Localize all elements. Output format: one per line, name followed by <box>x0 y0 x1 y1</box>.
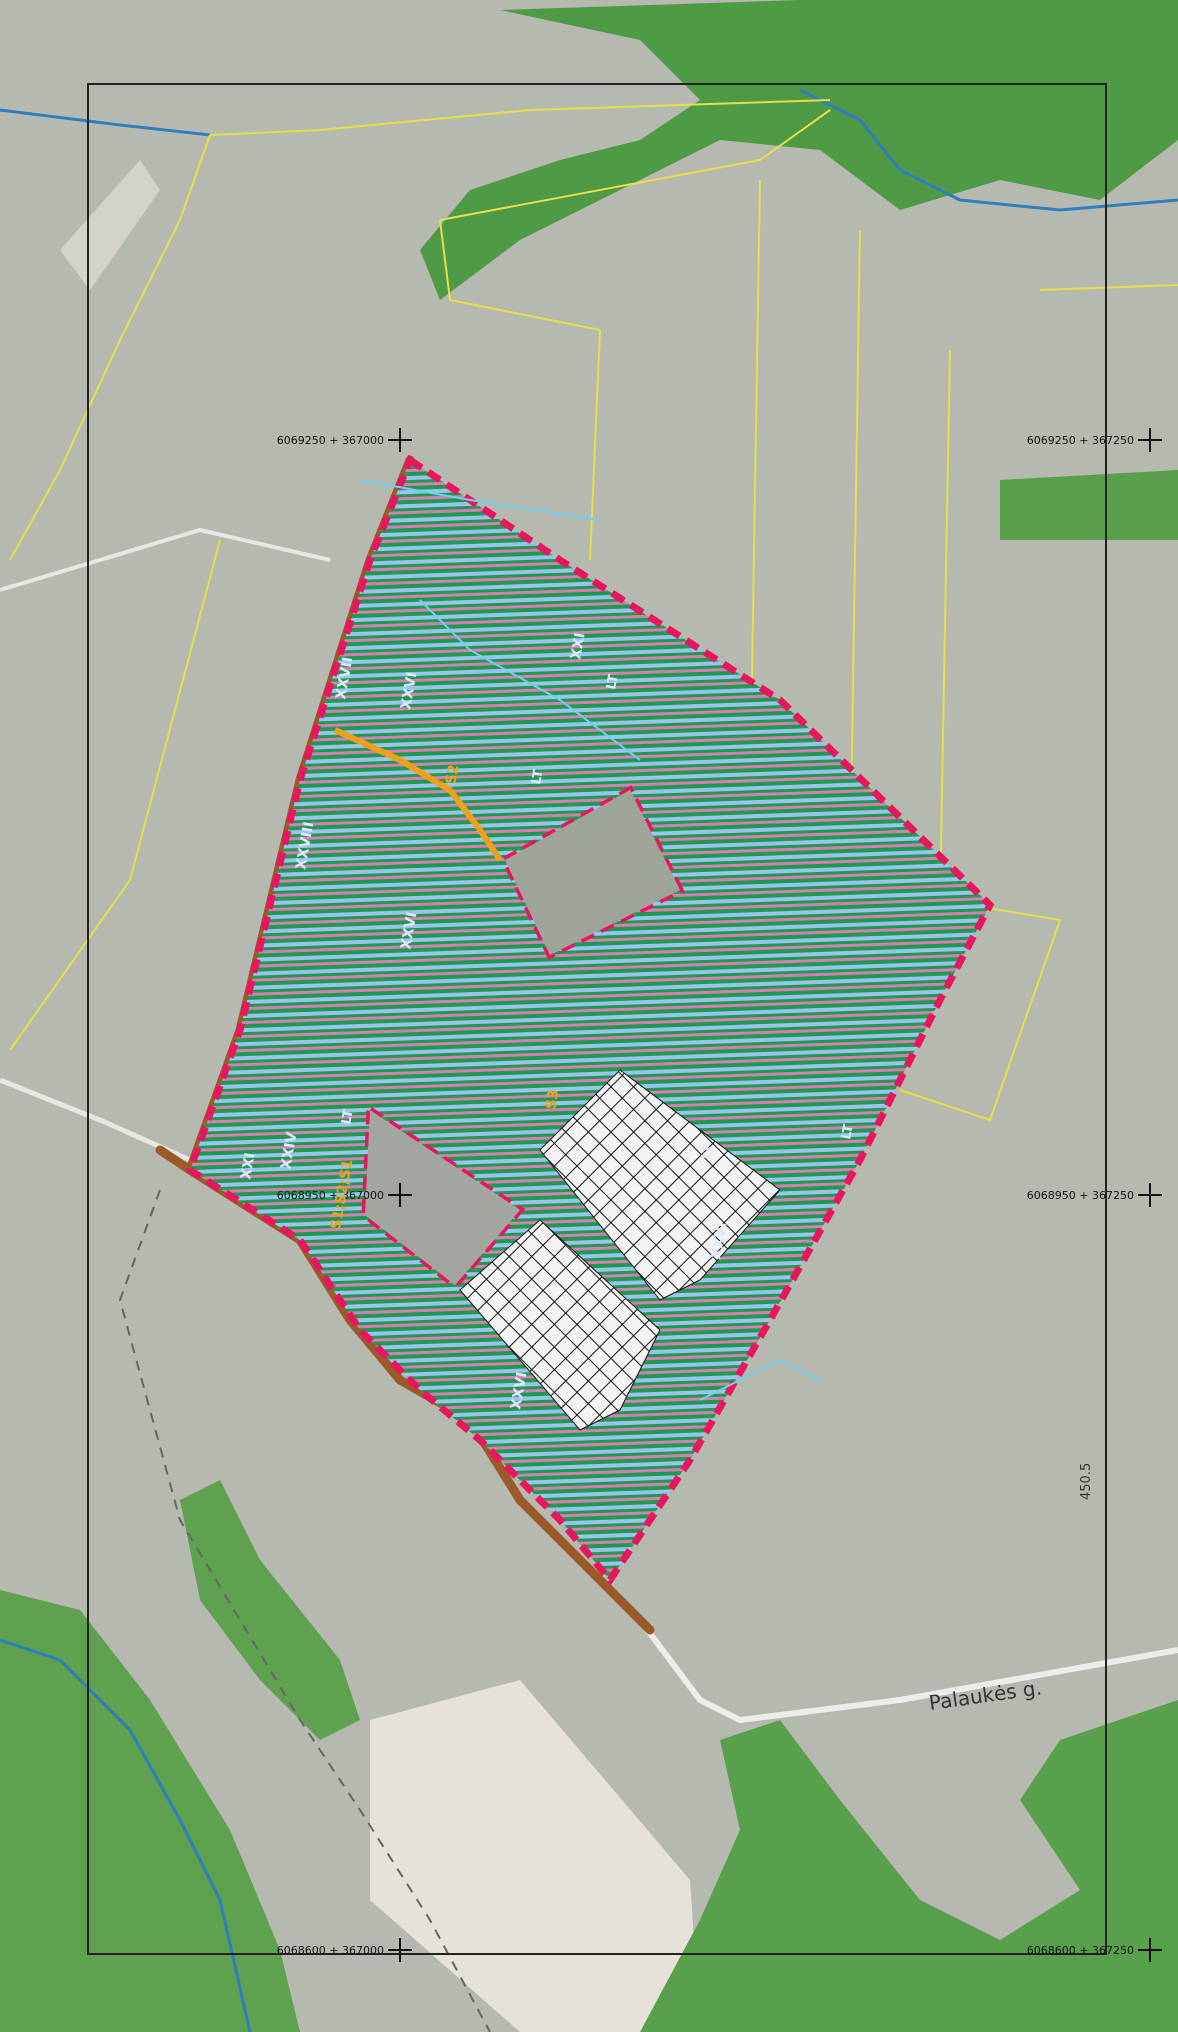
crosshatch-block-upper <box>539 1069 781 1301</box>
coordinate-label: 6068950 + 367000 <box>277 1189 384 1202</box>
forest-bottom-left-arm <box>180 1480 360 1740</box>
parcel-label: XXVI <box>508 1371 530 1411</box>
zone-code-label: LT <box>529 768 546 786</box>
stream-top <box>0 88 1178 212</box>
parcel-label: XXVI <box>708 1221 730 1261</box>
stream-bottom-left <box>0 1638 252 2032</box>
zone-code-label: LT <box>604 673 621 691</box>
field-light-strip <box>60 160 160 290</box>
parcel-label: XXI <box>238 1152 258 1181</box>
forest-top <box>420 0 1178 300</box>
coordinate-label: 6068600 + 367250 <box>1027 1944 1134 1957</box>
road-bottom <box>637 1618 1178 1724</box>
parcel-label: XXVII <box>333 656 356 701</box>
coordinate-cross-marker <box>1138 428 1162 452</box>
coordinate-cross-marker <box>1138 1938 1162 1962</box>
road-left-top <box>0 527 331 592</box>
dashed-track <box>118 1189 491 2032</box>
hole-upper <box>505 790 680 955</box>
parcel-label: XXIV <box>278 1131 300 1171</box>
coordinate-label: 6068950 + 367250 <box>1027 1189 1134 1202</box>
point-label: S3 <box>543 1088 562 1110</box>
forest-bottom-right <box>640 1700 1178 2032</box>
forest-right-strip <box>1000 470 1178 540</box>
zone-code-label: LT <box>699 1143 716 1161</box>
coordinate-cross-marker <box>1138 1183 1162 1207</box>
utility-lines <box>359 479 821 1401</box>
coordinate-label: 6068600 + 367000 <box>277 1944 384 1957</box>
zone-code-label: LT <box>839 1123 856 1141</box>
point-label: S2 <box>443 763 462 785</box>
coordinate-cross-marker <box>388 1183 412 1207</box>
coordinate-label: 6069250 + 367250 <box>1027 434 1134 447</box>
parcel-label: XXVI <box>398 911 420 951</box>
orange-utility-line <box>333 727 503 862</box>
crosshatch-block-lower <box>459 1219 661 1431</box>
contour-label: 450.5 <box>1079 1463 1094 1500</box>
zone-code-label: LT <box>339 1108 356 1126</box>
parcel-label: XXI <box>568 632 588 661</box>
coordinate-cross-marker <box>388 1938 412 1962</box>
sheet-frame <box>87 83 1107 1955</box>
coordinate-cross-marker <box>388 428 412 452</box>
hole-lower <box>365 1110 520 1285</box>
field-bottom-light <box>370 1680 700 2032</box>
coordinate-label: 6069250 + 367000 <box>277 434 384 447</box>
parcel-label: XXVI <box>398 671 420 711</box>
